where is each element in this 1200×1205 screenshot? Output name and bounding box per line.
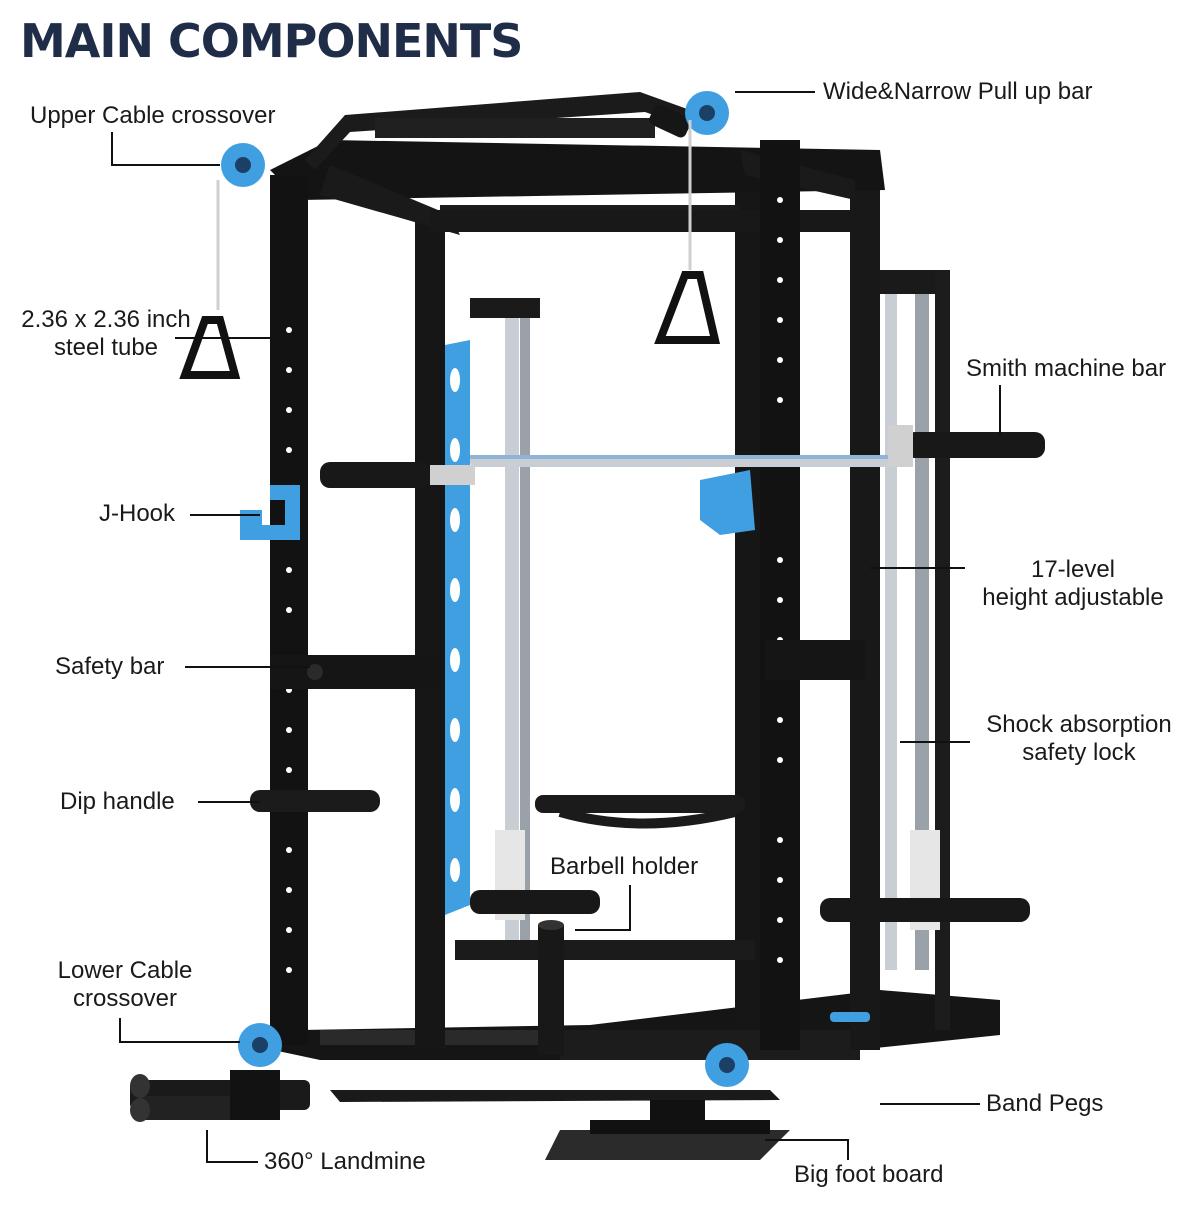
label-dip-handle: Dip handle [60, 788, 175, 815]
label-landmine: 360° Landmine [264, 1148, 426, 1175]
label-barbell-holder: Barbell holder [550, 853, 699, 880]
safety-bars [270, 640, 865, 689]
leader-lines [111, 91, 1001, 1163]
label-height-line1: 17-level [1030, 556, 1116, 583]
label-pullup-bar: Wide&Narrow Pull up bar [823, 78, 1093, 105]
label-band-pegs: Band Pegs [986, 1090, 1104, 1117]
label-upper-cable: Upper Cable crossover [30, 102, 276, 129]
label-lower-line2: crossover [72, 985, 178, 1012]
label-lower-cable: Lower Cable crossover [40, 957, 210, 1013]
front-left-upright [270, 175, 308, 1045]
label-shock-line1: Shock absorption [986, 711, 1172, 738]
dip-handles [250, 790, 745, 829]
label-foot-board: Big foot board [794, 1161, 944, 1188]
foot-board [545, 1100, 790, 1160]
lower-carriages [470, 830, 1030, 930]
label-safety-bar: Safety bar [55, 653, 165, 680]
barbell-holder [538, 920, 564, 1055]
label-steel-tube-line1: 2.36 x 2.36 inch [21, 306, 191, 333]
j-hooks [240, 470, 755, 540]
landmine [130, 1070, 310, 1122]
label-lower-line1: Lower Cable [57, 957, 193, 984]
page-title: MAIN COMPONENTS [20, 14, 523, 68]
label-height-adjustable: 17-level height adjustable [966, 556, 1180, 612]
front-right-upright [760, 140, 800, 1050]
label-smith-bar: Smith machine bar [966, 355, 1167, 382]
label-j-hook: J-Hook [99, 500, 176, 527]
smith-bar [320, 425, 1045, 488]
weight-storage-strip [445, 340, 470, 915]
label-height-line2: height adjustable [982, 584, 1164, 611]
label-steel-tube: 2.36 x 2.36 inch steel tube [8, 306, 204, 362]
pullup-bar [305, 92, 691, 170]
label-shock-lock: Shock absorption safety lock [972, 711, 1186, 767]
label-shock-line2: safety lock [1022, 739, 1136, 766]
label-steel-tube-line2: steel tube [53, 334, 159, 361]
base-frame [250, 990, 1000, 1102]
cable-handles [179, 120, 721, 379]
pulleys [221, 91, 870, 1087]
